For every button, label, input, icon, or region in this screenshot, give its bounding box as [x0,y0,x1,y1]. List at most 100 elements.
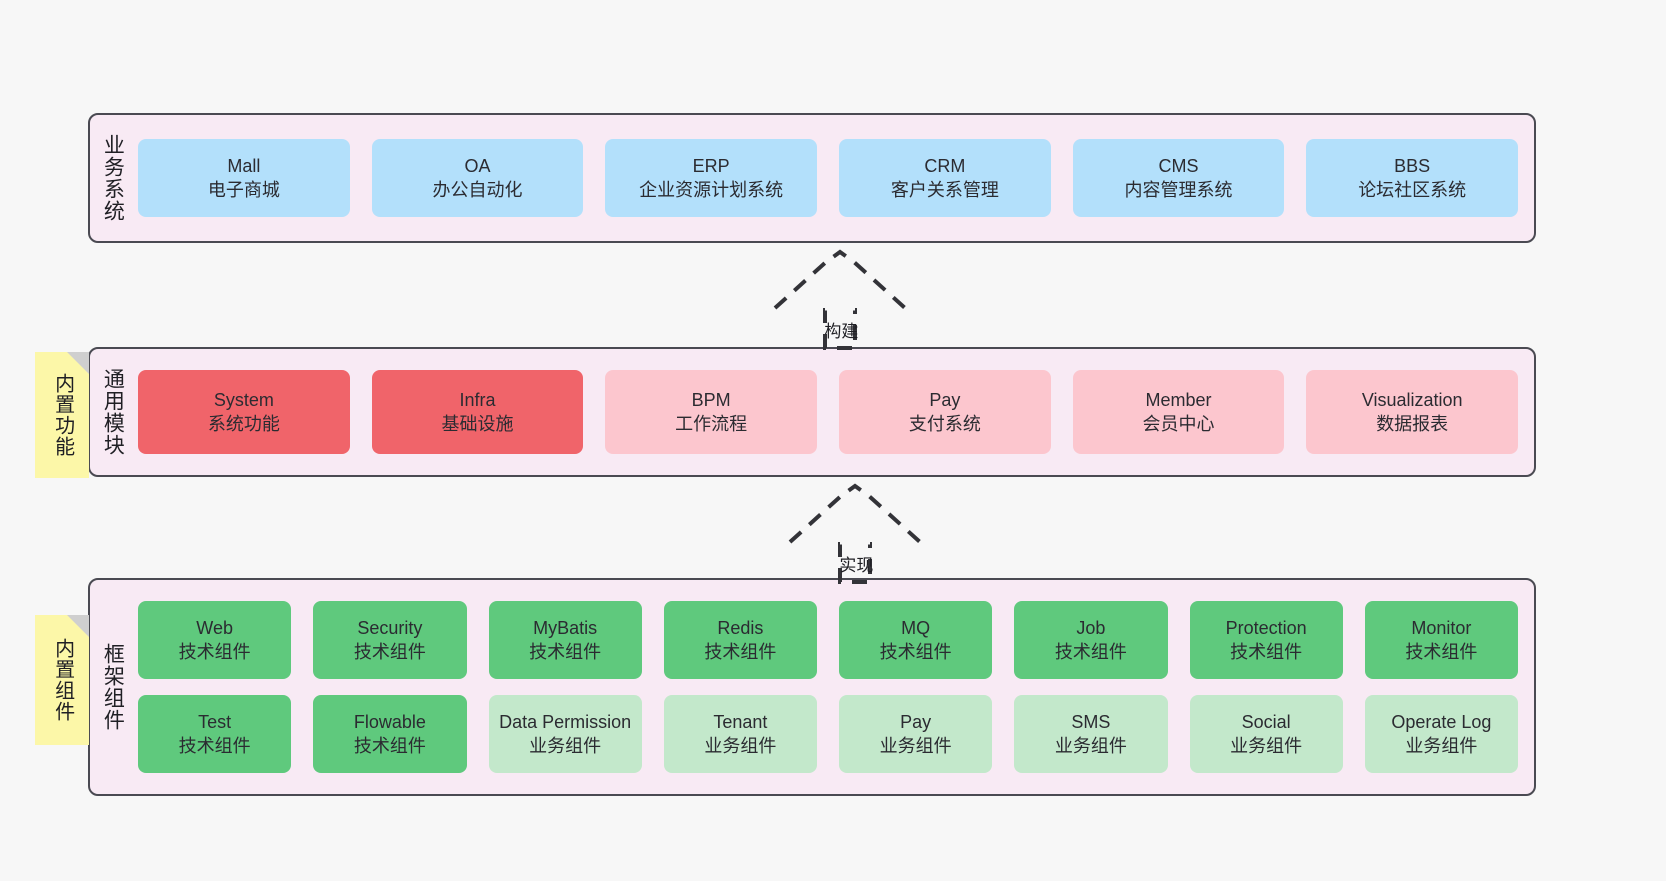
card-oa[interactable]: OA 办公自动化 [371,139,584,217]
card-system[interactable]: System 系统功能 [138,370,350,454]
card-bbs[interactable]: BBS 论坛社区系统 [1306,139,1519,217]
card-mall-subtitle: 电子商城 [207,180,280,200]
layer-common-modules: 通用模块 System 系统功能 Infra 基础设施 BPM 工作流程 Pay [88,347,1536,477]
card-bpm[interactable]: BPM 工作流程 [605,370,818,454]
card-operate-log-title: Operate Log [1391,711,1492,732]
card-cms[interactable]: CMS 内容管理系统 [1072,139,1285,217]
card-erp-subtitle: 企业资源计划系统 [639,180,784,200]
common-modules-row: System 系统功能 Infra 基础设施 BPM 工作流程 Pay 支付系统… [138,370,1519,454]
layer-framework-components-body: Web 技术组件 Security 技术组件 MyBatis 技术组件 Redi… [134,580,1534,794]
card-infra[interactable]: Infra 基础设施 [371,370,584,454]
card-redis-title: Redis [717,617,764,638]
framework-service-row: Test 技术组件 Flowable 技术组件 Data Permission … [138,695,1518,773]
layer-business-systems-body: Mall 电子商城 OA 办公自动化 ERP 企业资源计划系统 CRM 客户关系… [134,115,1534,241]
note-builtin-features: 内置功能 [35,352,89,478]
card-erp[interactable]: ERP 企业资源计划系统 [605,139,818,217]
connector-implement-label: 实现 [839,556,874,575]
layer-business-systems: 业务系统 Mall 电子商城 OA 办公自动化 ERP 企业资源计划系统 CRM [88,113,1536,243]
card-sms-subtitle: 业务组件 [1054,736,1127,756]
card-infra-subtitle: 基础设施 [441,414,514,434]
card-pay-module-title: Pay [929,389,961,410]
card-flowable[interactable]: Flowable 技术组件 [313,695,467,773]
layer-common-modules-body: System 系统功能 Infra 基础设施 BPM 工作流程 Pay 支付系统… [134,349,1534,475]
note-builtin-components: 内置组件 [35,615,89,745]
card-pay-module-subtitle: 支付系统 [908,414,981,434]
card-crm-title: CRM [924,155,966,176]
card-monitor-subtitle: 技术组件 [1405,642,1478,662]
card-data-permission[interactable]: Data Permission 业务组件 [488,695,642,773]
card-visualization-subtitle: 数据报表 [1376,414,1449,434]
card-mall[interactable]: Mall 电子商城 [138,139,350,217]
card-social-subtitle: 业务组件 [1230,736,1303,756]
card-web[interactable]: Web 技术组件 [138,601,292,679]
connector-implement: 实现 [780,483,930,584]
card-monitor[interactable]: Monitor 技术组件 [1364,601,1518,679]
card-web-title: Web [196,617,233,638]
card-monitor-title: Monitor [1411,617,1472,638]
note-builtin-features-text: 内置功能 [51,373,74,457]
card-test[interactable]: Test 技术组件 [138,695,292,773]
card-protection[interactable]: Protection 技术组件 [1189,601,1343,679]
card-pay-component[interactable]: Pay 业务组件 [839,695,993,773]
layer-framework-components-title: 框架组件 [101,643,125,731]
card-tenant-title: Tenant [713,711,768,732]
card-member[interactable]: Member 会员中心 [1072,370,1285,454]
card-operate-log[interactable]: Operate Log 业务组件 [1364,695,1518,773]
card-protection-title: Protection [1225,617,1307,638]
card-mybatis-subtitle: 技术组件 [529,642,602,662]
card-member-title: Member [1145,389,1212,410]
layer-business-systems-title: 业务系统 [101,134,125,222]
card-bpm-title: BPM [691,389,731,410]
card-oa-title: OA [464,155,491,176]
card-tenant[interactable]: Tenant 业务组件 [663,695,817,773]
card-visualization-title: Visualization [1361,389,1463,410]
card-visualization[interactable]: Visualization 数据报表 [1306,370,1519,454]
framework-tech-row: Web 技术组件 Security 技术组件 MyBatis 技术组件 Redi… [138,601,1518,679]
card-protection-subtitle: 技术组件 [1230,642,1303,662]
card-cms-title: CMS [1158,155,1199,176]
card-infra-title: Infra [459,389,496,410]
card-mybatis-title: MyBatis [533,617,598,638]
card-pay-component-title: Pay [900,711,932,732]
card-test-subtitle: 技术组件 [178,736,251,756]
layer-common-modules-title: 通用模块 [101,368,125,456]
card-tenant-subtitle: 业务组件 [704,736,777,756]
card-flowable-subtitle: 技术组件 [353,736,426,756]
card-redis-subtitle: 技术组件 [704,642,777,662]
card-data-permission-subtitle: 业务组件 [529,736,602,756]
card-mq[interactable]: MQ 技术组件 [839,601,993,679]
card-redis[interactable]: Redis 技术组件 [663,601,817,679]
card-social-title: Social [1241,711,1291,732]
card-social[interactable]: Social 业务组件 [1189,695,1343,773]
card-erp-title: ERP [692,155,730,176]
card-test-title: Test [198,711,232,732]
business-systems-row: Mall 电子商城 OA 办公自动化 ERP 企业资源计划系统 CRM 客户关系… [138,139,1519,217]
card-sms[interactable]: SMS 业务组件 [1014,695,1168,773]
card-security-subtitle: 技术组件 [353,642,426,662]
arrow-head-build [773,249,907,310]
card-oa-subtitle: 办公自动化 [432,180,523,200]
card-member-subtitle: 会员中心 [1142,414,1215,434]
card-job-subtitle: 技术组件 [1054,642,1127,662]
card-job-title: Job [1076,617,1106,638]
card-pay-module[interactable]: Pay 支付系统 [839,370,1051,454]
card-mq-subtitle: 技术组件 [879,642,952,662]
card-web-subtitle: 技术组件 [178,642,251,662]
card-cms-subtitle: 内容管理系统 [1124,180,1233,200]
arrow-stem-implement [838,542,872,584]
card-data-permission-title: Data Permission [499,711,632,732]
note-builtin-components-text: 内置组件 [51,638,74,722]
card-operate-log-subtitle: 业务组件 [1405,736,1478,756]
card-system-subtitle: 系统功能 [207,414,280,434]
card-job[interactable]: Job 技术组件 [1014,601,1168,679]
card-pay-component-subtitle: 业务组件 [879,736,952,756]
card-mybatis[interactable]: MyBatis 技术组件 [488,601,642,679]
card-bbs-title: BBS [1394,155,1431,176]
connector-build-label: 构建 [824,322,859,341]
arrow-stem-build [823,308,857,350]
card-security-title: Security [357,617,423,638]
card-crm[interactable]: CRM 客户关系管理 [839,139,1051,217]
card-flowable-title: Flowable [353,711,426,732]
card-security[interactable]: Security 技术组件 [313,601,467,679]
